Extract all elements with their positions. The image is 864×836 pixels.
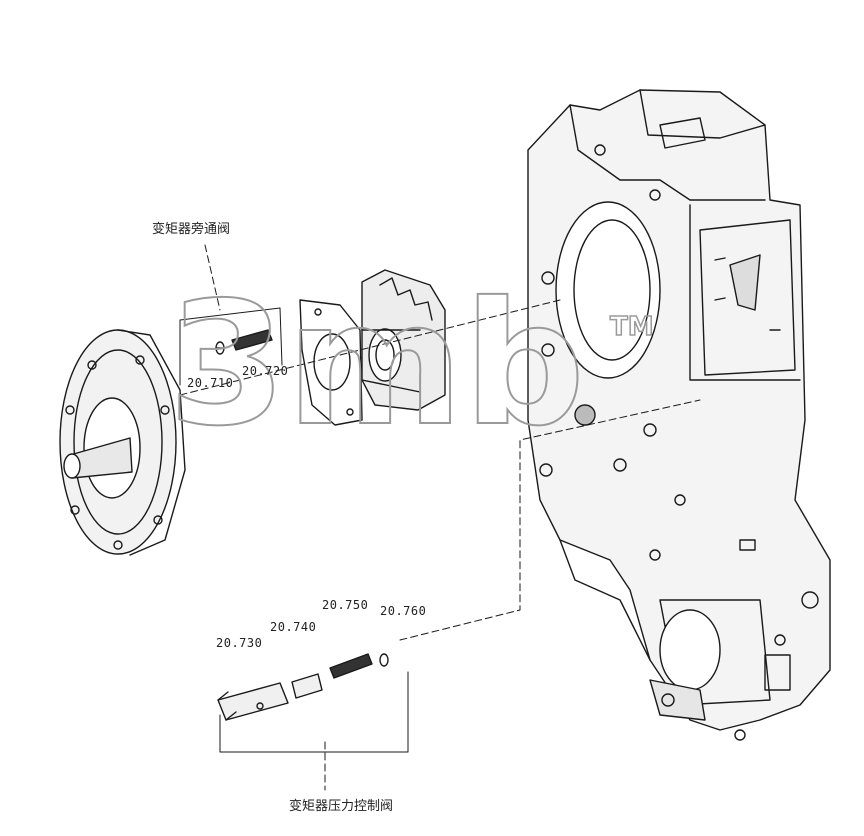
part-number-20710: 20.710 [187, 376, 234, 390]
pump-flange [59, 329, 186, 556]
pressure-valve-parts [217, 653, 389, 721]
leader-lines [179, 244, 701, 791]
bracket-lines [179, 307, 409, 753]
bypass-valve-parts [215, 329, 273, 355]
watermark: 3mb [167, 266, 586, 464]
bypass-valve-label: 变矩器旁通阀 [152, 222, 231, 237]
part-number-20740: 20.740 [270, 620, 317, 634]
valve-body [361, 269, 446, 411]
transmission-housing [527, 89, 831, 741]
pressure-valve-label: 变矩器压力控制阀 [289, 799, 394, 814]
part-number-20750: 20.750 [322, 598, 369, 612]
watermark-tm: TM [609, 311, 654, 343]
part-number-20730: 20.730 [216, 636, 263, 650]
part-number-20720: 20.720 [242, 364, 289, 378]
part-number-20760: 20.760 [380, 604, 427, 618]
